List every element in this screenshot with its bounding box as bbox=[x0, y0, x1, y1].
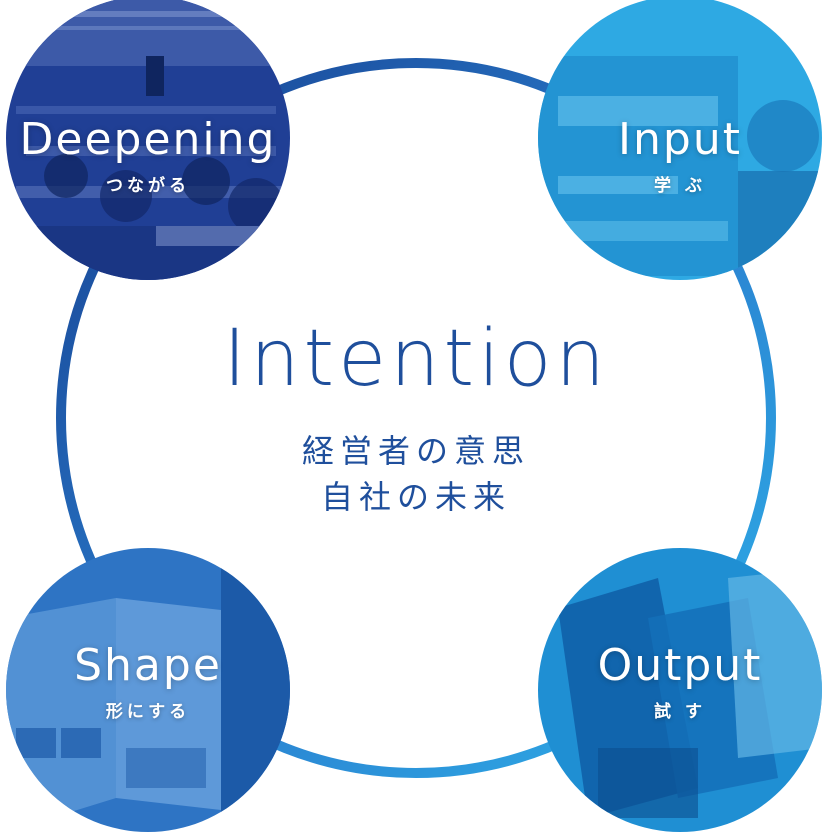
node-shape: Shape 形にする bbox=[6, 548, 290, 832]
deepening-photo bbox=[6, 0, 290, 280]
output-label-ja: 試 す bbox=[654, 702, 706, 722]
input-label-ja: 学 ぶ bbox=[654, 176, 706, 196]
deepening-label: Deepening つながる bbox=[6, 114, 290, 196]
deepening-label-en: Deepening bbox=[19, 114, 277, 165]
output-photo bbox=[538, 548, 822, 832]
shape-label-ja: 形にする bbox=[105, 702, 191, 722]
node-output: Output 試 す bbox=[538, 548, 822, 832]
output-label-en: Output bbox=[597, 640, 763, 691]
input-label: Input 学 ぶ bbox=[538, 114, 822, 196]
center-line-2: 自社の未来 bbox=[320, 478, 511, 517]
output-label: Output 試 す bbox=[538, 640, 822, 722]
input-photo bbox=[538, 0, 822, 280]
shape-photo bbox=[6, 548, 290, 832]
input-label-en: Input bbox=[618, 114, 742, 165]
shape-label: Shape 形にする bbox=[6, 640, 290, 722]
deepening-label-ja: つながる bbox=[106, 176, 190, 196]
center-subtitle: 経営者の意思 自社の未来 bbox=[216, 428, 616, 521]
shape-label-en: Shape bbox=[74, 640, 222, 691]
center-block: Intention 経営者の意思 自社の未来 bbox=[216, 320, 616, 521]
center-line-1: 経営者の意思 bbox=[301, 432, 530, 470]
node-input: Input 学 ぶ bbox=[538, 0, 822, 280]
center-title: Intention bbox=[223, 314, 609, 404]
node-deepening: Deepening つながる bbox=[6, 0, 290, 280]
